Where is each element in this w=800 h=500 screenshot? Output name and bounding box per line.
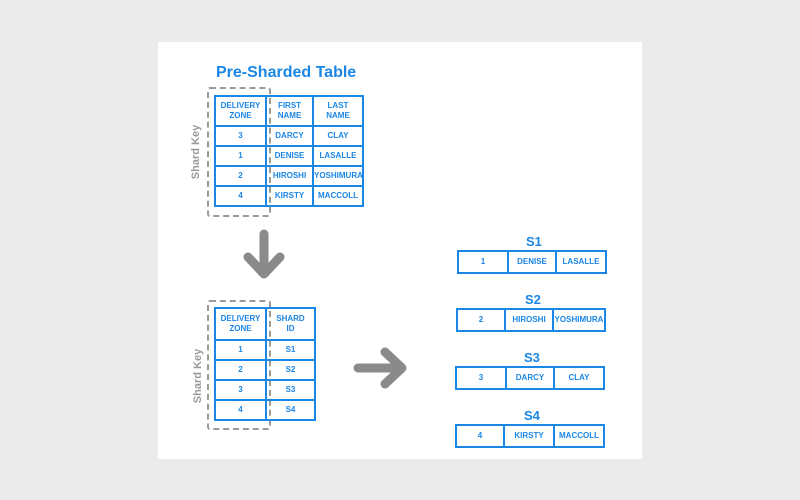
table-cell: HIROSHI [504,308,554,332]
table-cell: YOSHIMURA [312,165,364,187]
table-cell: HIROSHI [265,165,314,187]
table-row: 3 S3 [214,379,316,401]
arrow-down-icon [243,229,285,279]
table-cell: KIRSTY [503,424,555,448]
header-cell: LAST NAME [312,95,364,127]
shard-s1-title: S1 [526,234,542,249]
table-cell: 4 [455,424,505,448]
table-cell: YOSHIMURA [552,308,606,332]
table-cell: MACCOLL [312,185,364,207]
pre-sharded-table: DELIVERY ZONE FIRST NAME LAST NAME 3 DAR… [214,95,364,207]
table-cell: 2 [214,165,267,187]
shard-key-label-bottom: Shard Key [192,348,204,404]
table-row: 3 DARCY CLAY [455,366,605,390]
table-cell: 1 [214,339,267,361]
shard-lookup-table: DELIVERY ZONE SHARD ID 1 S1 2 S2 3 S3 4 … [214,307,316,421]
table-cell: S1 [265,339,316,361]
diagram-title: Pre-Sharded Table [216,64,357,81]
table-cell: 3 [214,379,267,401]
table-cell: 4 [214,399,267,421]
table-cell: CLAY [553,366,605,390]
shard-key-label-top: Shard Key [190,124,202,180]
header-cell: SHARD ID [265,307,316,341]
table-cell: S2 [265,359,316,381]
table-cell: LASALLE [312,145,364,167]
table-cell: 3 [214,125,267,147]
diagram-canvas: Pre-Sharded Table Shard Key DELIVERY ZON… [158,42,642,459]
table-row: 1 DENISE LASALLE [214,145,364,167]
table-cell: KIRSTY [265,185,314,207]
table-row: 1 DENISE LASALLE [457,250,607,274]
table-cell: LASALLE [555,250,607,274]
shard-s3-table: 3 DARCY CLAY [455,366,605,390]
table-row: 2 HIROSHI YOSHIMURA [456,308,606,332]
table-cell: DARCY [265,125,314,147]
shard-s4-title: S4 [524,408,540,423]
table-row: 4 KIRSTY MACCOLL [214,185,364,207]
arrow-right-icon [353,347,407,389]
table-cell: S3 [265,379,316,401]
table-cell: 1 [214,145,267,167]
table-row: 2 S2 [214,359,316,381]
table-header-row: DELIVERY ZONE SHARD ID [214,307,316,341]
table-row: 2 HIROSHI YOSHIMURA [214,165,364,187]
shard-s2-title: S2 [525,292,541,307]
shard-s3-title: S3 [524,350,540,365]
table-header-row: DELIVERY ZONE FIRST NAME LAST NAME [214,95,364,127]
table-cell: S4 [265,399,316,421]
header-cell: DELIVERY ZONE [214,95,267,127]
table-row: 3 DARCY CLAY [214,125,364,147]
shard-s4-table: 4 KIRSTY MACCOLL [455,424,605,448]
table-cell: CLAY [312,125,364,147]
table-cell: 4 [214,185,267,207]
table-cell: 3 [455,366,507,390]
shard-s2-table: 2 HIROSHI YOSHIMURA [456,308,606,332]
table-row: 1 S1 [214,339,316,361]
table-row: 4 KIRSTY MACCOLL [455,424,605,448]
table-cell: DARCY [505,366,555,390]
header-cell: DELIVERY ZONE [214,307,267,341]
table-cell: DENISE [507,250,557,274]
table-cell: MACCOLL [553,424,605,448]
header-cell: FIRST NAME [265,95,314,127]
table-cell: 2 [456,308,506,332]
table-row: 4 S4 [214,399,316,421]
shard-s1-table: 1 DENISE LASALLE [457,250,607,274]
table-cell: 1 [457,250,509,274]
table-cell: 2 [214,359,267,381]
table-cell: DENISE [265,145,314,167]
